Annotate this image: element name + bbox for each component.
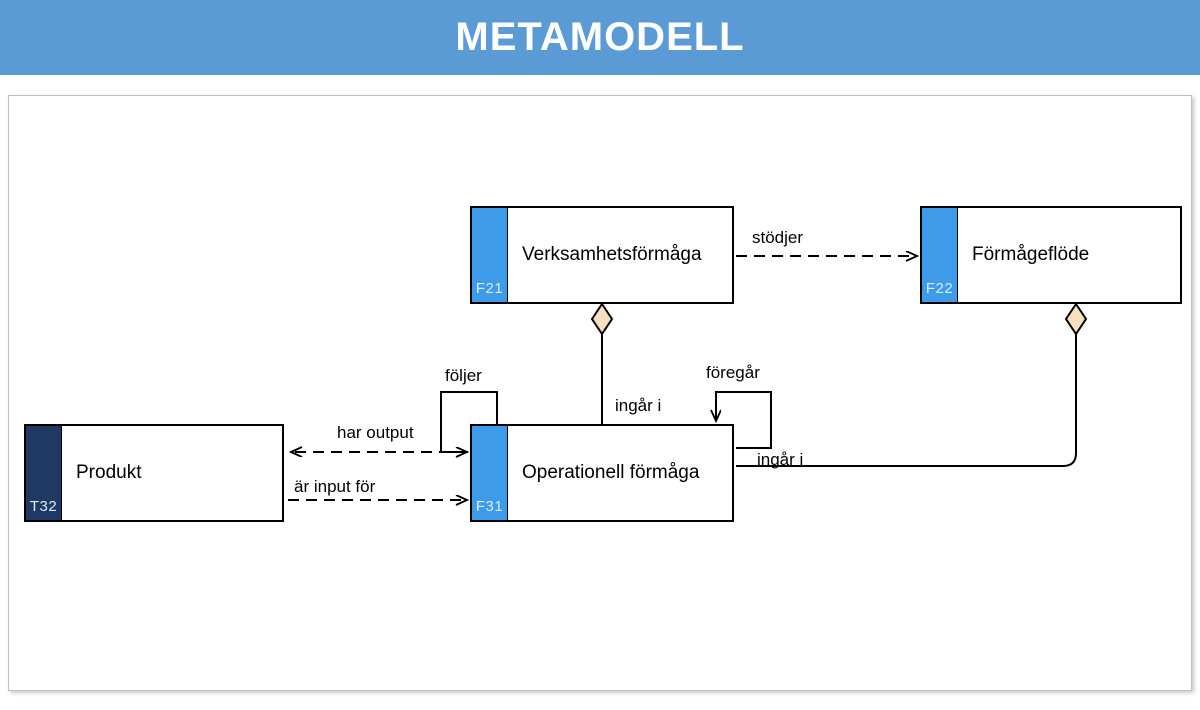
entity-tag-label: F22 xyxy=(925,280,954,297)
entity-tag-column: F21 xyxy=(472,208,508,302)
edge-label-foregar: föregår xyxy=(706,363,760,382)
entity-name-label: Verksamhetsförmåga xyxy=(522,244,702,265)
entity-name-label: Förmågeflöde xyxy=(972,244,1090,265)
entity-name-label: Produkt xyxy=(76,462,142,483)
entity-tag-label: T32 xyxy=(29,498,58,515)
entity-box-operationell-formaga[interactable]: F31 Operationell förmåga xyxy=(470,424,734,522)
edge-label-foljer: följer xyxy=(445,366,482,385)
entity-tag-column: F31 xyxy=(472,426,508,520)
edge-label-stodjer: stödjer xyxy=(752,228,804,247)
title-bar: METAMODELL xyxy=(0,0,1200,75)
diagram-canvas xyxy=(8,95,1192,691)
entity-box-verksamhetsformaga[interactable]: F21 Verksamhetsförmåga xyxy=(470,206,734,304)
entity-name-label: Operationell förmåga xyxy=(522,462,700,483)
entity-tag-label: F31 xyxy=(475,498,504,515)
entity-tag-column: T32 xyxy=(26,426,62,520)
page-title: METAMODELL xyxy=(455,15,745,59)
edge-label-ingar-i-f22: ingår i xyxy=(757,450,804,469)
edge-label-har-output: har output xyxy=(337,423,414,442)
entity-tag-label: F21 xyxy=(475,280,504,297)
entity-box-formageflode[interactable]: F22 Förmågeflöde xyxy=(920,206,1182,304)
edge-label-ar-input-for: är input för xyxy=(294,477,376,496)
entity-tag-column: F22 xyxy=(922,208,958,302)
edge-label-ingar-i-f21: ingår i xyxy=(615,396,662,415)
entity-box-produkt[interactable]: T32 Produkt xyxy=(24,424,284,522)
